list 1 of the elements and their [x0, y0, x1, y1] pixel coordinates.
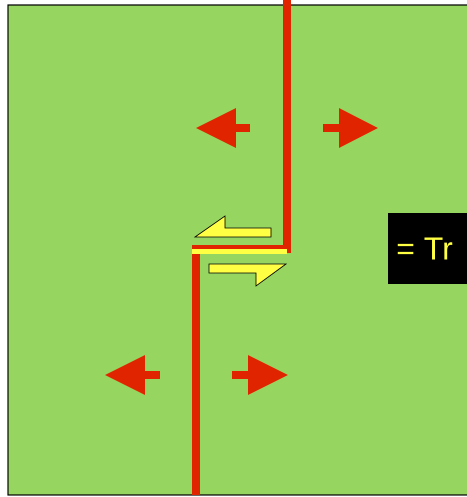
label-box: = Tr: [388, 213, 467, 284]
